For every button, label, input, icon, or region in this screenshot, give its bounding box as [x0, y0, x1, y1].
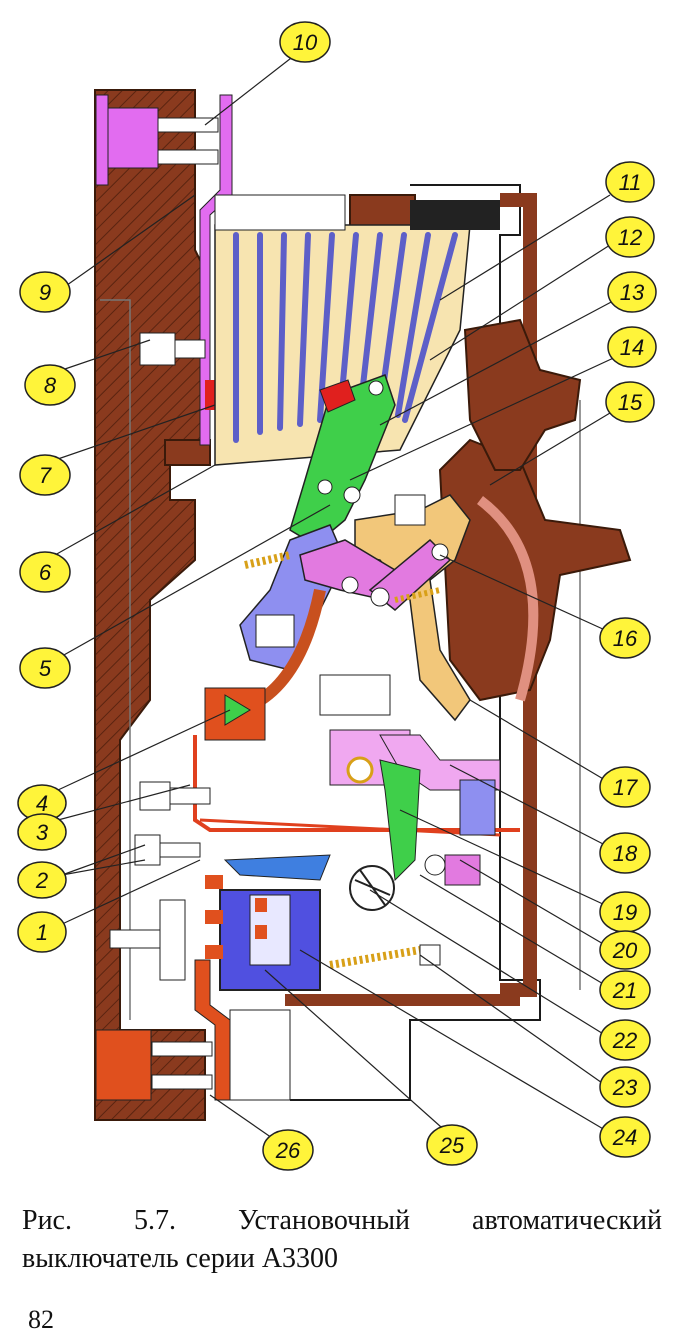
callout-17: 17	[599, 766, 651, 808]
svg-text:11: 11	[619, 170, 642, 195]
callout-20: 20	[599, 930, 651, 970]
svg-text:25: 25	[439, 1133, 465, 1158]
circuit-breaker-diagram: 10 9 8 7 6 5 4 3 2 1 11 12 13 14 15	[17, 21, 657, 1171]
caption-line-2: выключатель серии А3300	[22, 1243, 339, 1274]
green-lever	[289, 374, 396, 546]
svg-text:23: 23	[612, 1075, 638, 1100]
svg-text:26: 26	[275, 1138, 301, 1163]
callout-26: 26	[262, 1129, 314, 1171]
callout-5: 5	[19, 647, 71, 689]
figure-caption: Рис. 5.7. Установочный автоматический вы…	[22, 1202, 662, 1278]
svg-text:14: 14	[620, 335, 644, 360]
callout-8: 8	[24, 364, 76, 406]
svg-text:3: 3	[36, 820, 49, 845]
callout-23: 23	[599, 1066, 651, 1108]
callout-12: 12	[605, 216, 655, 258]
page-number: 82	[28, 1305, 54, 1334]
callout-10: 10	[279, 21, 331, 63]
svg-text:19: 19	[613, 900, 637, 925]
screws	[134, 332, 426, 866]
magnetic-release	[109, 854, 441, 991]
callout-11: 11	[605, 161, 655, 203]
svg-text:15: 15	[618, 390, 643, 415]
svg-text:9: 9	[39, 280, 51, 305]
fixed-contact	[193, 687, 520, 837]
svg-text:6: 6	[39, 560, 52, 585]
callout-14: 14	[607, 326, 657, 368]
top-terminal	[95, 94, 233, 446]
svg-text:7: 7	[39, 463, 52, 488]
bottom-terminal	[95, 959, 291, 1101]
svg-text:4: 4	[36, 791, 48, 816]
svg-text:22: 22	[612, 1028, 637, 1053]
handle	[438, 318, 632, 702]
svg-text:21: 21	[612, 978, 637, 1003]
svg-text:24: 24	[612, 1125, 637, 1150]
svg-text:12: 12	[618, 225, 642, 250]
callout-13: 13	[607, 271, 657, 313]
leader-lines	[54, 54, 621, 1141]
callout-16: 16	[599, 617, 651, 659]
svg-text:13: 13	[620, 280, 645, 305]
callout-24: 24	[599, 1116, 651, 1158]
svg-text:10: 10	[293, 30, 318, 55]
svg-text:1: 1	[36, 920, 48, 945]
callout-22: 22	[599, 1019, 651, 1061]
thermal-release	[329, 729, 501, 886]
callout-21: 21	[599, 970, 651, 1010]
callout-7: 7	[19, 454, 71, 496]
svg-text:2: 2	[35, 868, 48, 893]
svg-text:20: 20	[612, 938, 638, 963]
callout-25: 25	[426, 1124, 478, 1166]
callout-15: 15	[605, 381, 655, 423]
callout-9: 9	[19, 271, 71, 313]
callout-6: 6	[19, 551, 71, 593]
svg-text:8: 8	[44, 373, 57, 398]
callout-1: 1	[17, 911, 67, 953]
callout-3: 3	[17, 813, 67, 851]
callout-18: 18	[599, 832, 651, 874]
svg-text:16: 16	[613, 626, 638, 651]
callouts: 10 9 8 7 6 5 4 3 2 1 11 12 13 14 15	[17, 21, 657, 1171]
svg-text:5: 5	[39, 656, 52, 681]
callout-19: 19	[599, 891, 651, 933]
caption-line-1: Рис. 5.7. Установочный автоматический	[22, 1205, 662, 1236]
callout-2: 2	[17, 861, 67, 899]
svg-text:18: 18	[613, 841, 638, 866]
svg-text:17: 17	[613, 775, 638, 800]
callout-4: 4	[17, 784, 67, 822]
